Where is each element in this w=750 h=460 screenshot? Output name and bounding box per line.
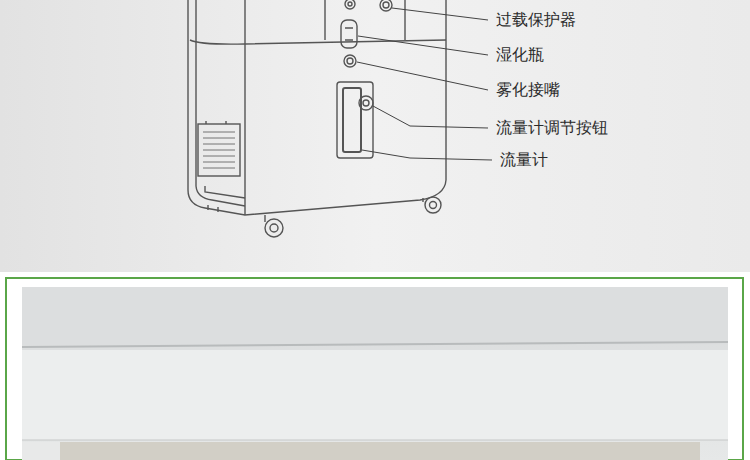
part-label: 流量计 (500, 150, 548, 170)
part-label: 过载保护器 (496, 10, 576, 30)
part-label: 流量计调节按钮 (496, 118, 608, 138)
part-label: 雾化接嘴 (496, 80, 560, 100)
part-label: 湿化瓶 (496, 45, 544, 65)
